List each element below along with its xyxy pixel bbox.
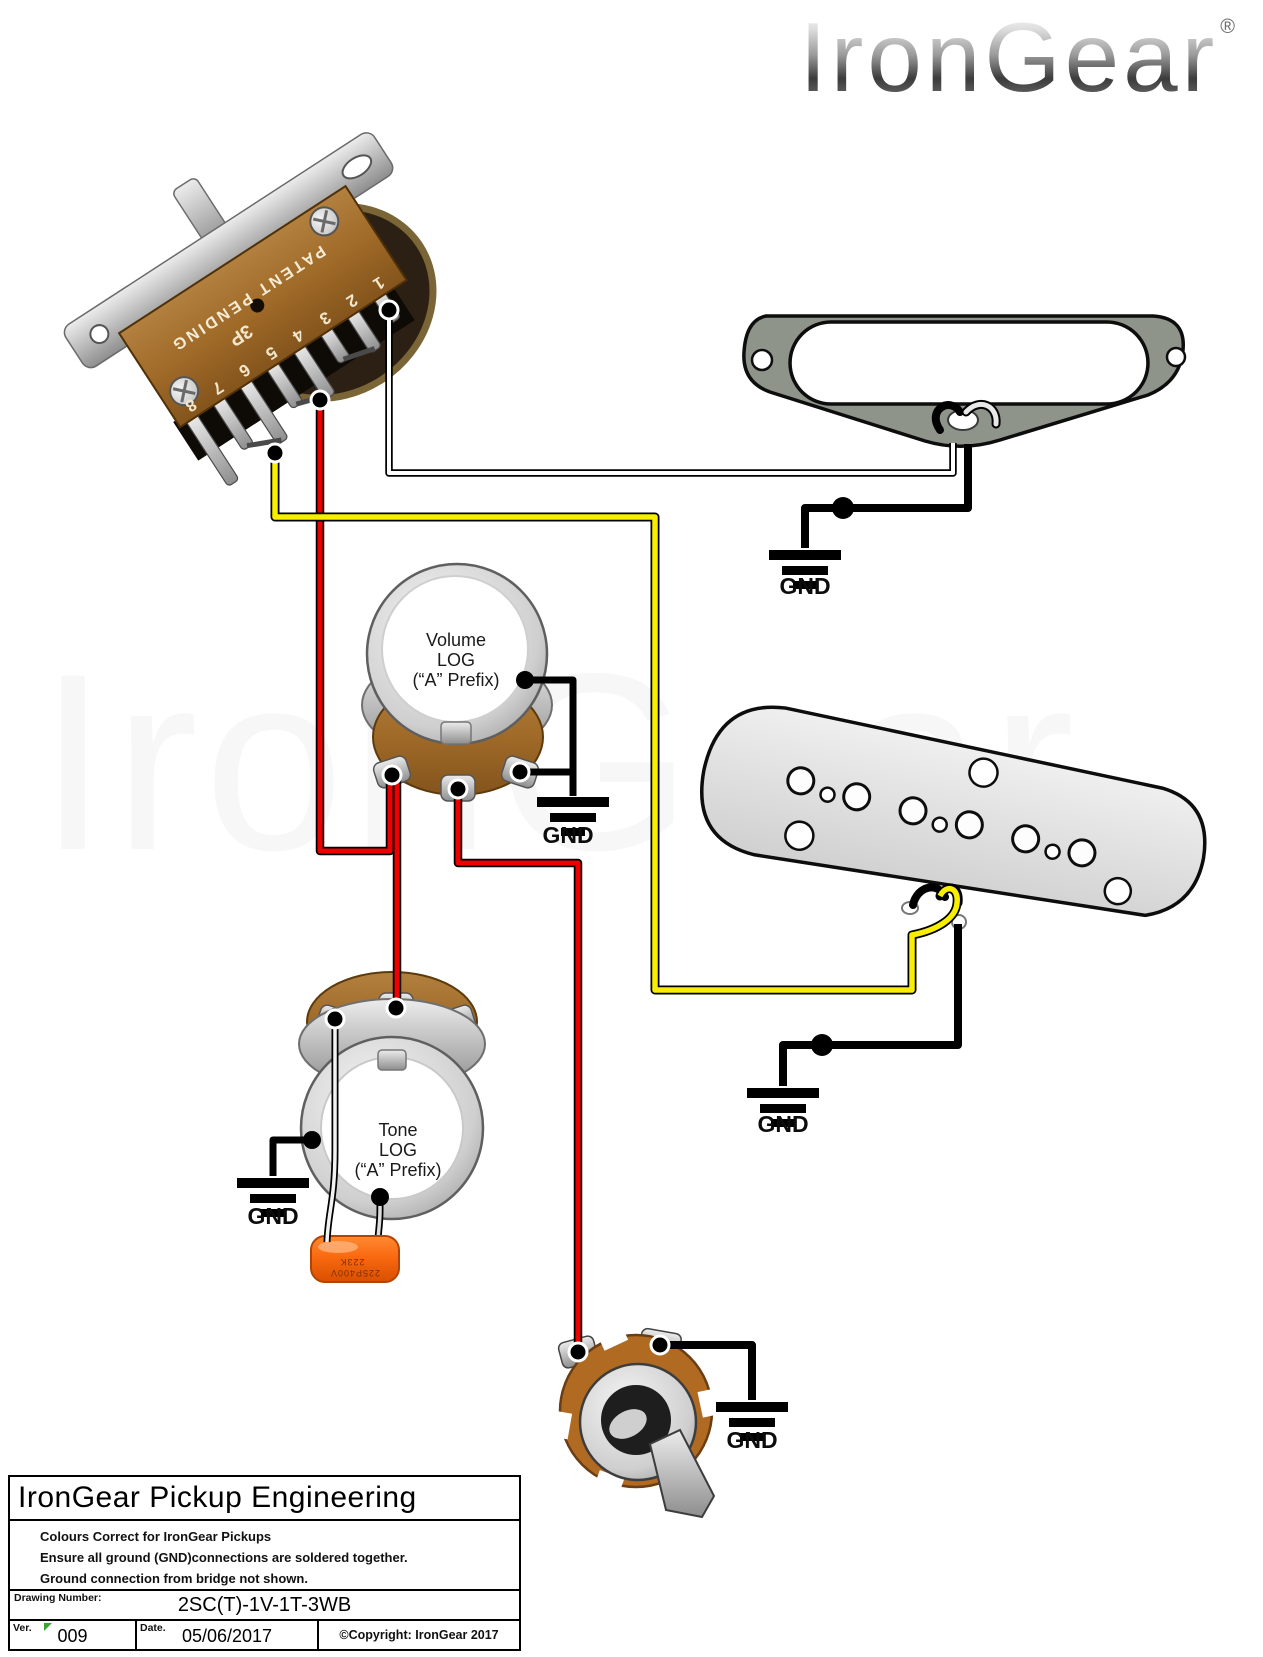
connection-points [264, 299, 671, 1363]
tone-capacitor: 223K 225P400V [310, 1197, 400, 1283]
volume-pot [361, 562, 553, 802]
neck-black-pigtail [931, 401, 964, 434]
irongear-logo: IronGear® [799, 2, 1236, 112]
registered-trademark-icon: ® [1220, 16, 1235, 38]
jack-prong [648, 1428, 716, 1519]
volume-label-line1: Volume [426, 630, 486, 650]
neck-mount-hole [1165, 346, 1187, 368]
capacitor-text-line1: 223K [339, 1257, 364, 1267]
version-value: 009 [57, 1626, 88, 1646]
bridge-ground-wire [779, 924, 962, 1086]
bridge-hot-wire [272, 453, 960, 993]
switch-terminals [185, 291, 400, 486]
note-line: Colours Correct for IronGear Pickups [40, 1529, 272, 1544]
capacitor-highlight [318, 1241, 358, 1253]
bridge-mount-holes [784, 757, 1133, 906]
tone-label-line1: Tone [378, 1120, 417, 1140]
neck-hot-wire [387, 310, 955, 475]
three-way-switch: PATENT PENDING 3P 1 2 3 4 5 6 7 8 [63, 132, 437, 486]
jack-hole-reflection [609, 1409, 647, 1439]
drawing-number-label: Drawing Number: [14, 1592, 102, 1604]
solder-junction [811, 1034, 833, 1056]
volume-ground-wire [525, 676, 577, 796]
note-line: Ground connection from bridge not shown. [40, 1571, 308, 1586]
bridge-pole-pieces [786, 766, 1097, 868]
solder-junction [832, 497, 854, 519]
volume-jack-wire [455, 790, 581, 1350]
jack-ground-wire [660, 1341, 756, 1400]
copyright-text: ©Copyright: IronGear 2017 [339, 1628, 499, 1642]
drawing-number-row: Drawing Number: 2SC(T)-1V-1T-3WB [10, 1591, 519, 1621]
revision-flag-icon [44, 1623, 52, 1631]
gnd-label-neck: GND [779, 573, 830, 599]
switch-pivot-dot [250, 298, 265, 313]
volume-pot-tab [440, 721, 472, 745]
volume-label-line3: (“A” Prefix) [413, 670, 500, 690]
title-block-heading: IronGear Pickup Engineering [10, 1477, 519, 1521]
capacitor-text-line2: 225P400V [330, 1268, 380, 1278]
neck-pickup [742, 314, 1187, 448]
version-label: Ver. [13, 1622, 32, 1634]
version-date-row: Ver. 009 Date. 05/06/2017 ©Copyright: Ir… [10, 1621, 519, 1649]
date-cell: Date. 05/06/2017 [137, 1621, 319, 1649]
gnd-label-jack: GND [726, 1427, 777, 1453]
tone-pot-tab [377, 1049, 407, 1071]
tone-ground-wire [269, 1136, 312, 1176]
copyright-cell: ©Copyright: IronGear 2017 [319, 1621, 519, 1649]
neck-mount-hole [750, 348, 774, 372]
tone-label-line3: (“A” Prefix) [355, 1160, 442, 1180]
tone-label-line2: LOG [379, 1140, 417, 1160]
bridge-small-holes [819, 786, 1061, 860]
gnd-label-bridge: GND [757, 1111, 808, 1137]
gnd-label-tone: GND [247, 1203, 298, 1229]
irongear-logo-text: IronGear [799, 2, 1219, 112]
version-cell: Ver. 009 [10, 1621, 137, 1649]
switch-screw [169, 376, 200, 407]
neck-ground-wire [801, 444, 972, 548]
title-block: IronGear Pickup Engineering Colours Corr… [8, 1475, 521, 1651]
volume-label-line2: LOG [437, 650, 475, 670]
switch-screw [309, 206, 340, 237]
gnd-label-volume: GND [542, 822, 593, 848]
title-block-notes: Colours Correct for IronGear Pickups Ens… [10, 1521, 519, 1591]
tone-cap-wire [325, 1019, 337, 1243]
bracket-hole [89, 324, 110, 345]
date-label: Date. [140, 1622, 166, 1634]
drawing-number-value: 2SC(T)-1V-1T-3WB [177, 1594, 352, 1616]
casing-solder-points [303, 671, 534, 1206]
date-value: 05/06/2017 [181, 1626, 273, 1646]
output-jack [549, 1325, 721, 1519]
bracket-slot-hole [341, 154, 373, 180]
neck-white-pigtail-core [963, 401, 999, 427]
volume-jack-wire-outline [453, 790, 583, 1350]
bridge-pickup [700, 705, 1207, 918]
note-line: Ensure all ground (GND)connections are s… [40, 1550, 408, 1565]
switch-volume-wire [317, 400, 393, 854]
neck-pickup-cover [788, 320, 1150, 406]
tone-pot [298, 971, 486, 1221]
